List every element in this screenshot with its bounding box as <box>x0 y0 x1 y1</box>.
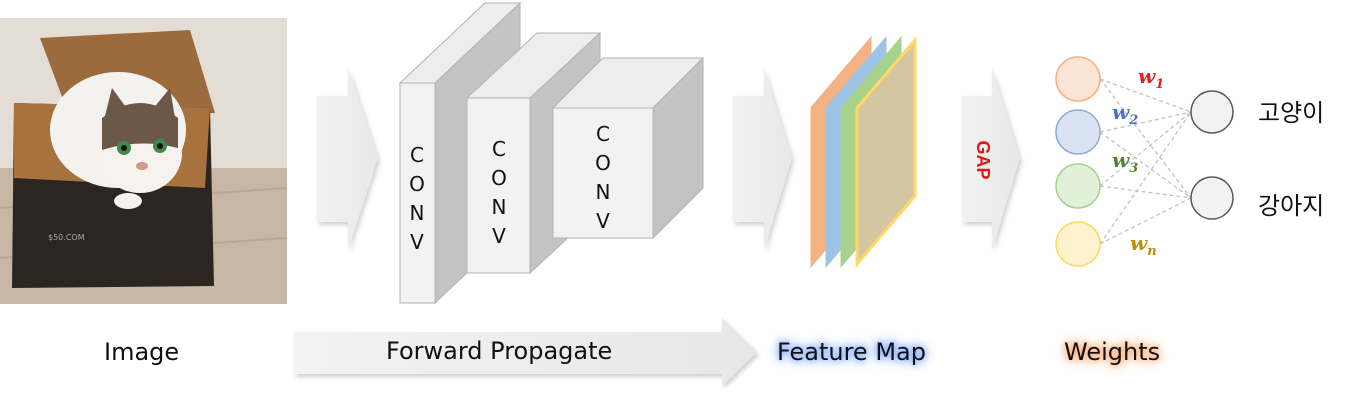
weight-connections <box>1099 78 1192 245</box>
conv-letter: O <box>409 172 425 196</box>
weight-label: w1 <box>1138 64 1164 92</box>
caption-feature-map: Feature Map <box>777 338 926 366</box>
conv-block-3 <box>551 56 705 240</box>
weight-edge <box>1099 78 1192 199</box>
conv-letter: C <box>410 143 424 167</box>
class-label-cat: 고양이 <box>1258 99 1325 127</box>
class-node-column <box>1190 90 1234 220</box>
conv-letter: C <box>492 137 506 161</box>
conv-letter: V <box>492 224 506 248</box>
cat-in-box-photo: $50.COM <box>0 18 287 304</box>
weight-edge <box>1099 185 1192 199</box>
weight-label: wn <box>1130 231 1157 259</box>
forward-propagate-arrow <box>294 318 757 386</box>
conv-letter: N <box>492 195 507 219</box>
conv-letter: O <box>491 166 507 190</box>
gap-node <box>1055 163 1101 209</box>
gap-node <box>1055 221 1101 267</box>
gap-label: GAP <box>973 140 993 179</box>
conv-letter: V <box>410 230 424 254</box>
caption-weights: Weights <box>1064 338 1161 366</box>
gap-node-column <box>1055 56 1101 267</box>
gap-arrow <box>962 68 1020 250</box>
gap-node <box>1055 109 1101 155</box>
weight-label: w2 <box>1112 100 1138 128</box>
class-node <box>1190 90 1234 134</box>
class-node <box>1190 176 1234 220</box>
caption-forward-propagate: Forward Propagate <box>386 337 613 365</box>
weight-edge <box>1099 111 1192 133</box>
flow-arrow <box>733 68 792 250</box>
feature-map-layer <box>855 35 917 269</box>
class-label-dog: 강아지 <box>1258 192 1325 220</box>
weight-edge <box>1099 111 1192 187</box>
flow-arrow <box>317 68 378 250</box>
caption-image: Image <box>104 338 180 366</box>
conv-letter: N <box>596 180 611 204</box>
conv-letter: C <box>596 122 610 146</box>
gap-node <box>1055 56 1101 102</box>
weight-label: w3 <box>1112 148 1138 176</box>
weight-edge <box>1099 197 1192 245</box>
conv-letter: O <box>595 151 611 175</box>
feature-map-stack <box>810 35 917 269</box>
svg-text:$50.COM: $50.COM <box>48 233 85 242</box>
weight-edge <box>1099 111 1192 245</box>
weight-edge <box>1099 78 1192 113</box>
weight-edge <box>1099 131 1192 199</box>
conv-letter: N <box>410 201 425 225</box>
conv-letter: V <box>596 209 610 233</box>
